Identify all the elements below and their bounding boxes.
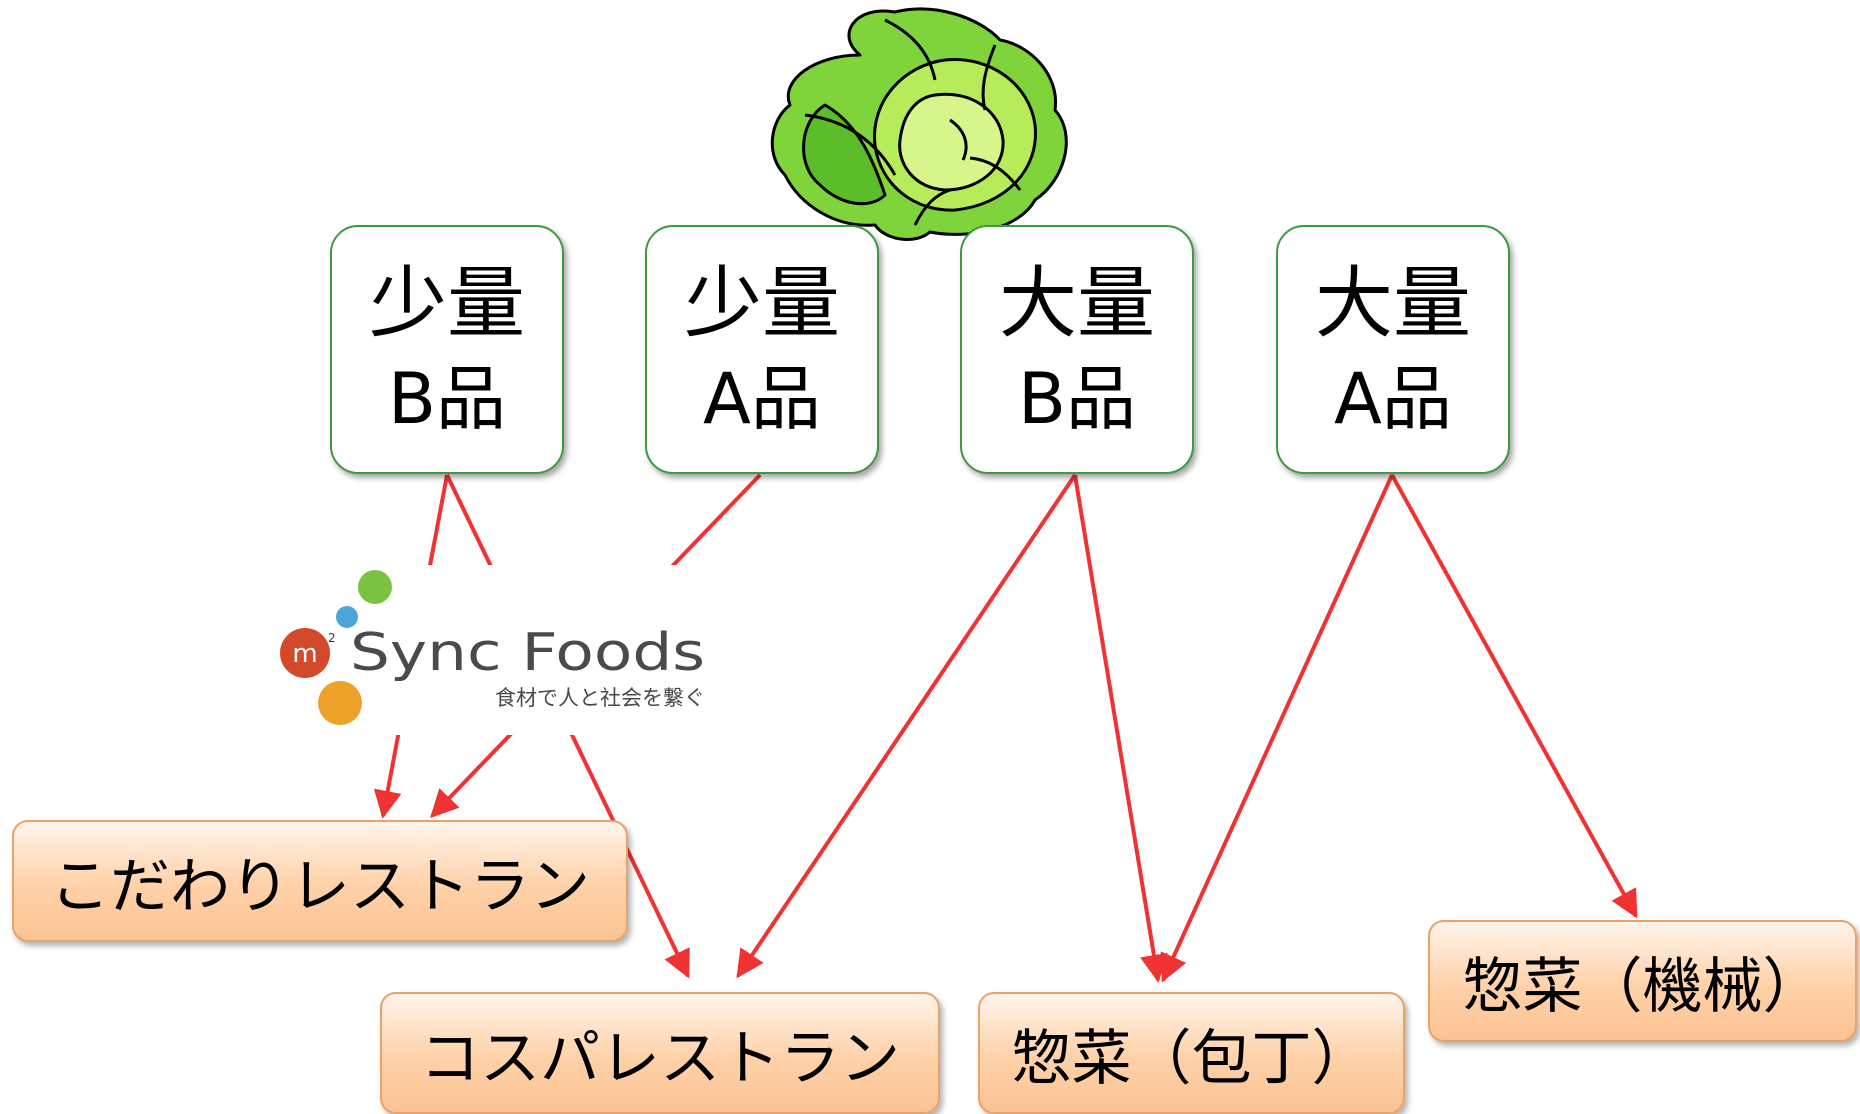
source-quantity-label: 少量 (368, 258, 525, 349)
arrow-s3-to-d3 (1073, 474, 1168, 983)
logo-dot-green (358, 570, 392, 604)
source-grade-label: A品 (1334, 357, 1452, 440)
arrow-s4-to-d4 (1390, 474, 1638, 919)
source-large-b-grade: 大量 B品 (960, 225, 1194, 474)
dest-value-restaurant: コスパレストラン (380, 992, 940, 1114)
logo-brand-name: Sync Foods (350, 623, 705, 683)
source-small-b-grade: 少量 B品 (330, 225, 564, 474)
source-grade-label: B品 (1017, 357, 1137, 440)
logo-dot-red (280, 628, 330, 678)
dest-deli-machine: 惣菜（機械） (1428, 920, 1857, 1042)
source-quantity-label: 大量 (998, 258, 1155, 349)
source-small-a-grade: 少量 A品 (645, 225, 879, 474)
arrow-s4-to-d3 (1160, 474, 1394, 983)
dest-label: コスパレストラン (420, 1023, 900, 1094)
logo-tagline: 食材で人と社会を繋ぐ (495, 686, 705, 710)
source-grade-label: B品 (387, 357, 507, 440)
sync-foods-logo: m 2 Sync Foods 食材で人と社会を繋ぐ (265, 565, 725, 735)
logo-dot-orange (318, 681, 362, 725)
logo-superscript: 2 (328, 631, 336, 645)
cabbage-icon (770, 7, 1068, 241)
source-quantity-label: 少量 (683, 258, 840, 349)
logo-dot-blue (336, 606, 358, 628)
logo-m-letter: m (292, 639, 317, 669)
dest-label: 惣菜（包丁） (1011, 1023, 1372, 1094)
source-grade-label: A品 (703, 357, 821, 440)
dest-deli-knife: 惣菜（包丁） (978, 992, 1405, 1114)
dest-specialty-restaurant: こだわりレストラン (12, 820, 628, 942)
dest-label: 惣菜（機械） (1462, 951, 1823, 1022)
sync-foods-logo-mark: m 2 Sync Foods 食材で人と社会を繋ぐ (280, 570, 705, 725)
dest-label: こだわりレストラン (50, 851, 590, 922)
source-large-a-grade: 大量 A品 (1276, 225, 1510, 474)
source-quantity-label: 大量 (1314, 258, 1471, 349)
arrow-s3-to-d2 (736, 473, 1077, 979)
